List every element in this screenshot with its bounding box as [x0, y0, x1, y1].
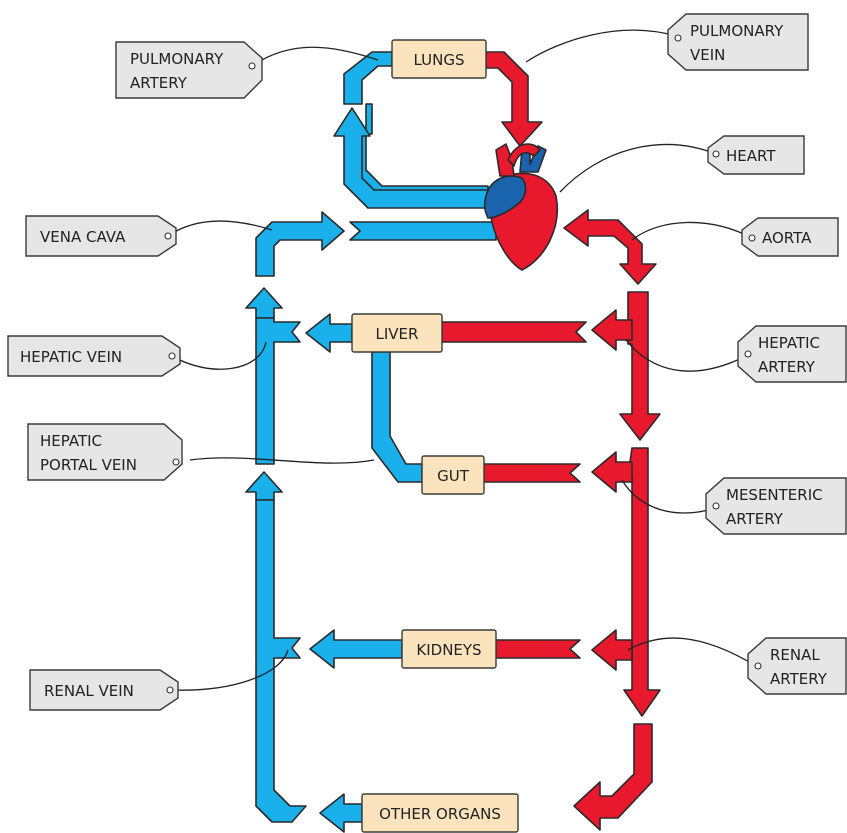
svg-text:VEIN: VEIN [690, 46, 725, 64]
aorta-vessel [563, 209, 657, 285]
label-pulmonary-vein: PULMONARY VEIN [667, 13, 809, 71]
organ-label: KIDNEYS [416, 641, 481, 659]
left-trunk-arrowhead-mid [245, 471, 283, 501]
svg-text:MESENTERIC: MESENTERIC [726, 486, 823, 504]
label-hepatic-portal-vein: HEPATIC PORTAL VEIN [27, 423, 183, 481]
label-pulmonary-artery: PULMONARY ARTERY [115, 41, 263, 99]
left-trunk-upper [255, 317, 301, 465]
label-line: PORTAL VEIN [40, 456, 137, 474]
label-line: VEIN [690, 46, 725, 64]
heart-icon [483, 143, 558, 271]
pointer-renal-artery [627, 637, 757, 667]
organ-label: OTHER ORGANS [379, 805, 501, 823]
organ-label: GUT [437, 467, 470, 485]
label-hepatic-artery: HEPATIC ARTERY [737, 325, 847, 383]
label-heart: HEART [707, 135, 805, 175]
label-line: PULMONARY [690, 22, 784, 40]
pointer-hepatic-artery [625, 339, 747, 372]
label-renal-vein: RENAL VEIN [29, 669, 179, 711]
hepatic-vein-vessel [305, 313, 353, 353]
pointer-aorta [631, 221, 753, 241]
label-line: PULMONARY [130, 50, 224, 68]
organ-label: LUNGS [414, 51, 465, 69]
svg-text:ARTERY: ARTERY [770, 670, 828, 688]
label-line: RENAL VEIN [44, 682, 134, 700]
label-line: ARTERY [726, 510, 784, 528]
organ-label: LIVER [376, 325, 419, 343]
label-line: AORTA [762, 229, 812, 247]
vena-cava-vessel [349, 221, 497, 241]
label-line: HEART [726, 147, 776, 165]
pointer-pulmonary-vein [525, 29, 677, 63]
pointer-hepatic-vein [171, 341, 267, 370]
label-line: HEPATIC [40, 432, 102, 450]
pulmonary-artery-to-lungs [343, 51, 393, 105]
hepatic-portal-vein-vessel [371, 351, 423, 483]
right-trunk-seg2 [623, 447, 661, 717]
label-line: MESENTERIC [726, 486, 823, 504]
pointer-pulmonary-artery [251, 46, 379, 67]
left-trunk-arrowhead-top [245, 287, 283, 319]
organ-kidneys: KIDNEYS [401, 629, 497, 669]
pulmonary-vein-vessel [485, 51, 543, 147]
oxygenated-vessels [441, 51, 661, 831]
organ-lungs: LUNGS [391, 39, 487, 79]
svg-text:PULMONARY: PULMONARY [690, 22, 784, 40]
pointer-vena-cava [167, 220, 273, 237]
svg-text:ARTERY: ARTERY [758, 358, 816, 376]
renal-artery-to-kidneys [495, 639, 581, 659]
label-renal-artery: RENAL ARTERY [747, 637, 847, 695]
other-organs-vein-vessel [319, 793, 363, 833]
organ-liver: LIVER [351, 313, 443, 353]
label-mesenteric-artery: MESENTERIC ARTERY [705, 477, 847, 535]
svg-text:RENAL: RENAL [770, 646, 820, 664]
mesenteric-artery-to-gut [483, 463, 581, 483]
pointer-renal-vein [171, 649, 289, 691]
svg-text:ARTERY: ARTERY [130, 74, 188, 92]
label-line: ARTERY [758, 358, 816, 376]
label-line: HEPATIC VEIN [20, 348, 122, 366]
deoxygenated-vessels [245, 51, 497, 833]
pulmonary-artery-vessel-b [333, 107, 493, 209]
label-line: RENAL [770, 646, 820, 664]
right-trunk-seg3 [573, 723, 653, 831]
mesenteric-artery-vessel [591, 451, 633, 493]
renal-artery-vessel [591, 629, 633, 671]
label-vena-cava: VENA CAVA [25, 215, 177, 257]
right-trunk-seg1 [619, 291, 661, 441]
label-pointers [167, 29, 757, 691]
organ-other-organs: OTHER ORGANS [361, 793, 519, 833]
svg-text:PORTAL VEIN: PORTAL VEIN [40, 456, 137, 474]
hepatic-artery-to-liver [441, 321, 587, 343]
hepatic-artery-vessel [591, 309, 633, 351]
vena-cava-upper-arrow [255, 211, 345, 277]
pointer-heart [559, 143, 717, 193]
label-aorta: AORTA [741, 217, 839, 257]
svg-text:HEPATIC: HEPATIC [40, 432, 102, 450]
label-line: ARTERY [130, 74, 188, 92]
left-trunk-lower [255, 499, 307, 823]
renal-vein-vessel [309, 629, 403, 669]
label-hepatic-vein: HEPATIC VEIN [7, 335, 181, 377]
label-line: HEPATIC [758, 334, 820, 352]
pointer-hepatic-portal-vein [189, 457, 375, 464]
organ-gut: GUT [421, 455, 485, 495]
pointer-mesenteric-artery [621, 479, 717, 514]
svg-text:PULMONARY: PULMONARY [130, 50, 224, 68]
svg-text:ARTERY: ARTERY [726, 510, 784, 528]
svg-text:HEPATIC: HEPATIC [758, 334, 820, 352]
label-line: VENA CAVA [40, 228, 126, 246]
label-line: ARTERY [770, 670, 828, 688]
